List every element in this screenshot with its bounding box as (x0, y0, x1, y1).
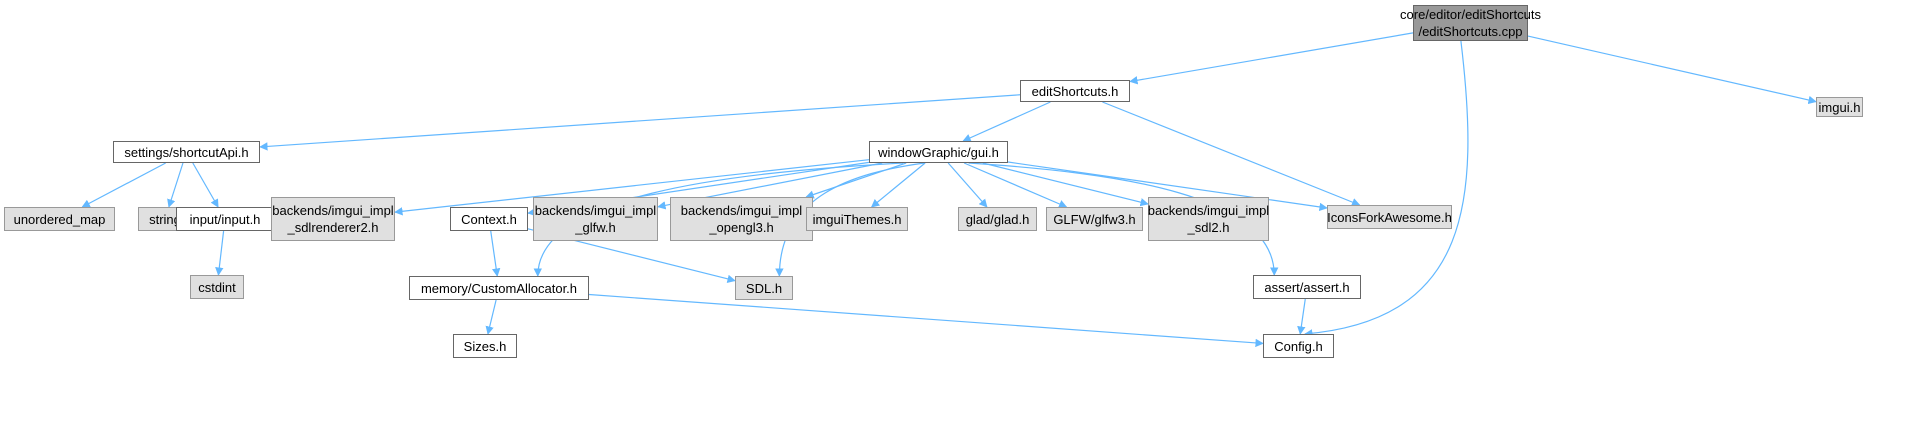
node-editShortcuts[interactable]: editShortcuts.h (1020, 80, 1130, 102)
node-input[interactable]: input/input.h (176, 207, 274, 231)
edge-root-to-editShortcuts (1129, 32, 1414, 85)
edge-gui-to-sdl (775, 162, 925, 277)
node-iconsFA: IconsForkAwesome.h (1327, 205, 1452, 229)
node-sdlrenderer2: backends/imgui_impl _sdlrenderer2.h (271, 197, 395, 241)
edge-input-to-cstdint (215, 230, 225, 276)
node-shortcutApi[interactable]: settings/shortcutApi.h (113, 141, 260, 163)
node-imgui: imgui.h (1816, 97, 1863, 117)
edge-context-to-customAllocator (490, 230, 501, 277)
edge-gui-to-imguiThemes (870, 162, 926, 208)
edge-gui-to-sdl2_impl (982, 162, 1149, 207)
node-glfw3: GLFW/glfw3.h (1046, 207, 1143, 231)
edge-shortcutApi-to-string (167, 162, 184, 208)
node-unordered_map: unordered_map (4, 207, 115, 231)
edge-gui-to-iconsFA (1007, 161, 1328, 212)
node-glad: glad/glad.h (958, 207, 1037, 231)
edge-gui-to-assert (968, 162, 1279, 276)
edge-editShortcuts-to-iconsFA (1102, 101, 1361, 207)
node-sizes[interactable]: Sizes.h (453, 334, 517, 358)
node-opengl3: backends/imgui_impl _opengl3.h (670, 197, 813, 241)
edge-editShortcuts-to-gui (962, 101, 1051, 142)
edge-gui-to-glfw3 (963, 162, 1068, 208)
edge-gui-to-glad (947, 162, 988, 208)
node-sdl2_impl: backends/imgui_impl _sdl2.h (1148, 197, 1269, 241)
node-assert[interactable]: assert/assert.h (1253, 275, 1361, 299)
edge-root-to-config (1304, 40, 1469, 338)
node-sdl: SDL.h (735, 276, 793, 300)
edge-customAllocator-to-sizes (485, 299, 497, 335)
node-gui[interactable]: windowGraphic/gui.h (869, 141, 1008, 163)
edge-root-to-imgui (1527, 35, 1817, 105)
node-imguiThemes: imguiThemes.h (806, 207, 908, 231)
node-context[interactable]: Context.h (450, 207, 528, 231)
edge-gui-to-customAllocator (533, 162, 903, 277)
node-config[interactable]: Config.h (1263, 334, 1334, 358)
node-root[interactable]: core/editor/editShortcuts /editShortcuts… (1400, 5, 1541, 41)
edge-shortcutApi-to-input (192, 162, 219, 208)
node-cstdint: cstdint (190, 275, 244, 299)
node-glfw_impl: backends/imgui_impl _glfw.h (533, 197, 658, 241)
edge-customAllocator-to-config (588, 293, 1264, 348)
edge-editShortcuts-to-shortcutApi (259, 94, 1021, 151)
edge-assert-to-config (1297, 298, 1306, 335)
node-customAllocator[interactable]: memory/CustomAllocator.h (409, 276, 589, 300)
edge-shortcutApi-to-unordered_map (81, 162, 166, 208)
edge-gui-to-sdlrenderer2 (394, 159, 870, 216)
